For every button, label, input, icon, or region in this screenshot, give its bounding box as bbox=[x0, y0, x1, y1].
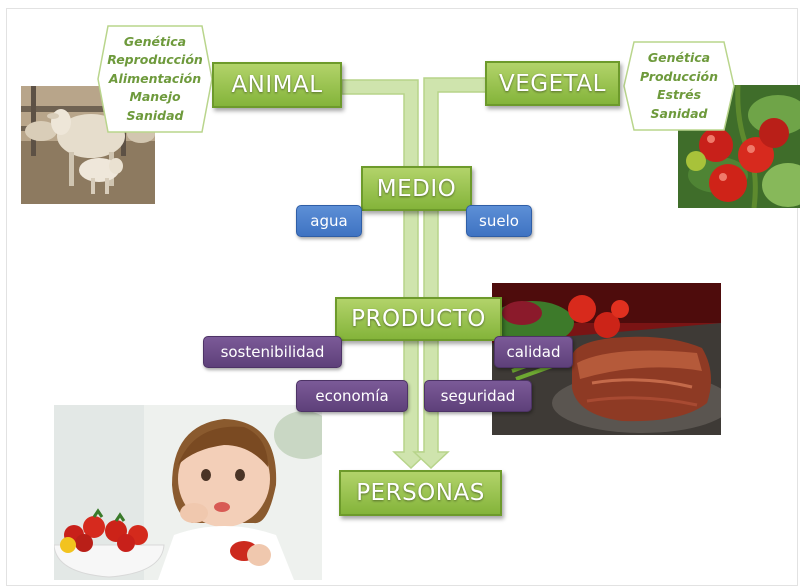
node-animal: ANIMAL bbox=[212, 62, 342, 108]
vegetal-aspect-genetica: Genética bbox=[647, 50, 711, 65]
tag-sostenibilidad: sostenibilidad bbox=[203, 336, 342, 368]
tag-seguridad: seguridad bbox=[424, 380, 532, 412]
child-eating-strawberries-photo bbox=[54, 405, 322, 580]
node-personas: PERSONAS bbox=[339, 470, 502, 516]
animal-aspect-manejo: Manejo bbox=[129, 89, 181, 105]
node-producto: PRODUCTO bbox=[335, 297, 502, 341]
node-vegetal: VEGETAL bbox=[485, 61, 620, 106]
sheep-photo bbox=[21, 86, 155, 204]
vegetal-aspects-hexagon bbox=[623, 41, 735, 131]
vegetal-aspect-produccion: Producción bbox=[640, 68, 718, 84]
animal-aspects-hexagon bbox=[97, 25, 213, 133]
animal-aspect-sanidad: Sanidad bbox=[126, 107, 184, 123]
vegetal-aspects-list: Genética Producción Estrés Sanidad bbox=[624, 42, 734, 130]
vegetal-aspect-estres: Estrés bbox=[656, 87, 702, 102]
tag-economia: economía bbox=[296, 380, 408, 412]
animal-aspect-reproduccion: Reproducción bbox=[107, 52, 203, 68]
tag-agua: agua bbox=[296, 205, 362, 237]
animal-aspect-alimentacion: Alimentación bbox=[108, 70, 202, 86]
tag-calidad: calidad bbox=[494, 336, 573, 368]
animal-aspect-genetica: Genética bbox=[123, 33, 187, 49]
tag-suelo: suelo bbox=[466, 205, 532, 237]
slide-frame bbox=[6, 8, 798, 586]
node-medio: MEDIO bbox=[361, 166, 472, 211]
animal-aspects-list: Genética Reproducción Alimentación Manej… bbox=[98, 26, 212, 132]
vegetal-aspect-sanidad: Sanidad bbox=[650, 105, 708, 121]
